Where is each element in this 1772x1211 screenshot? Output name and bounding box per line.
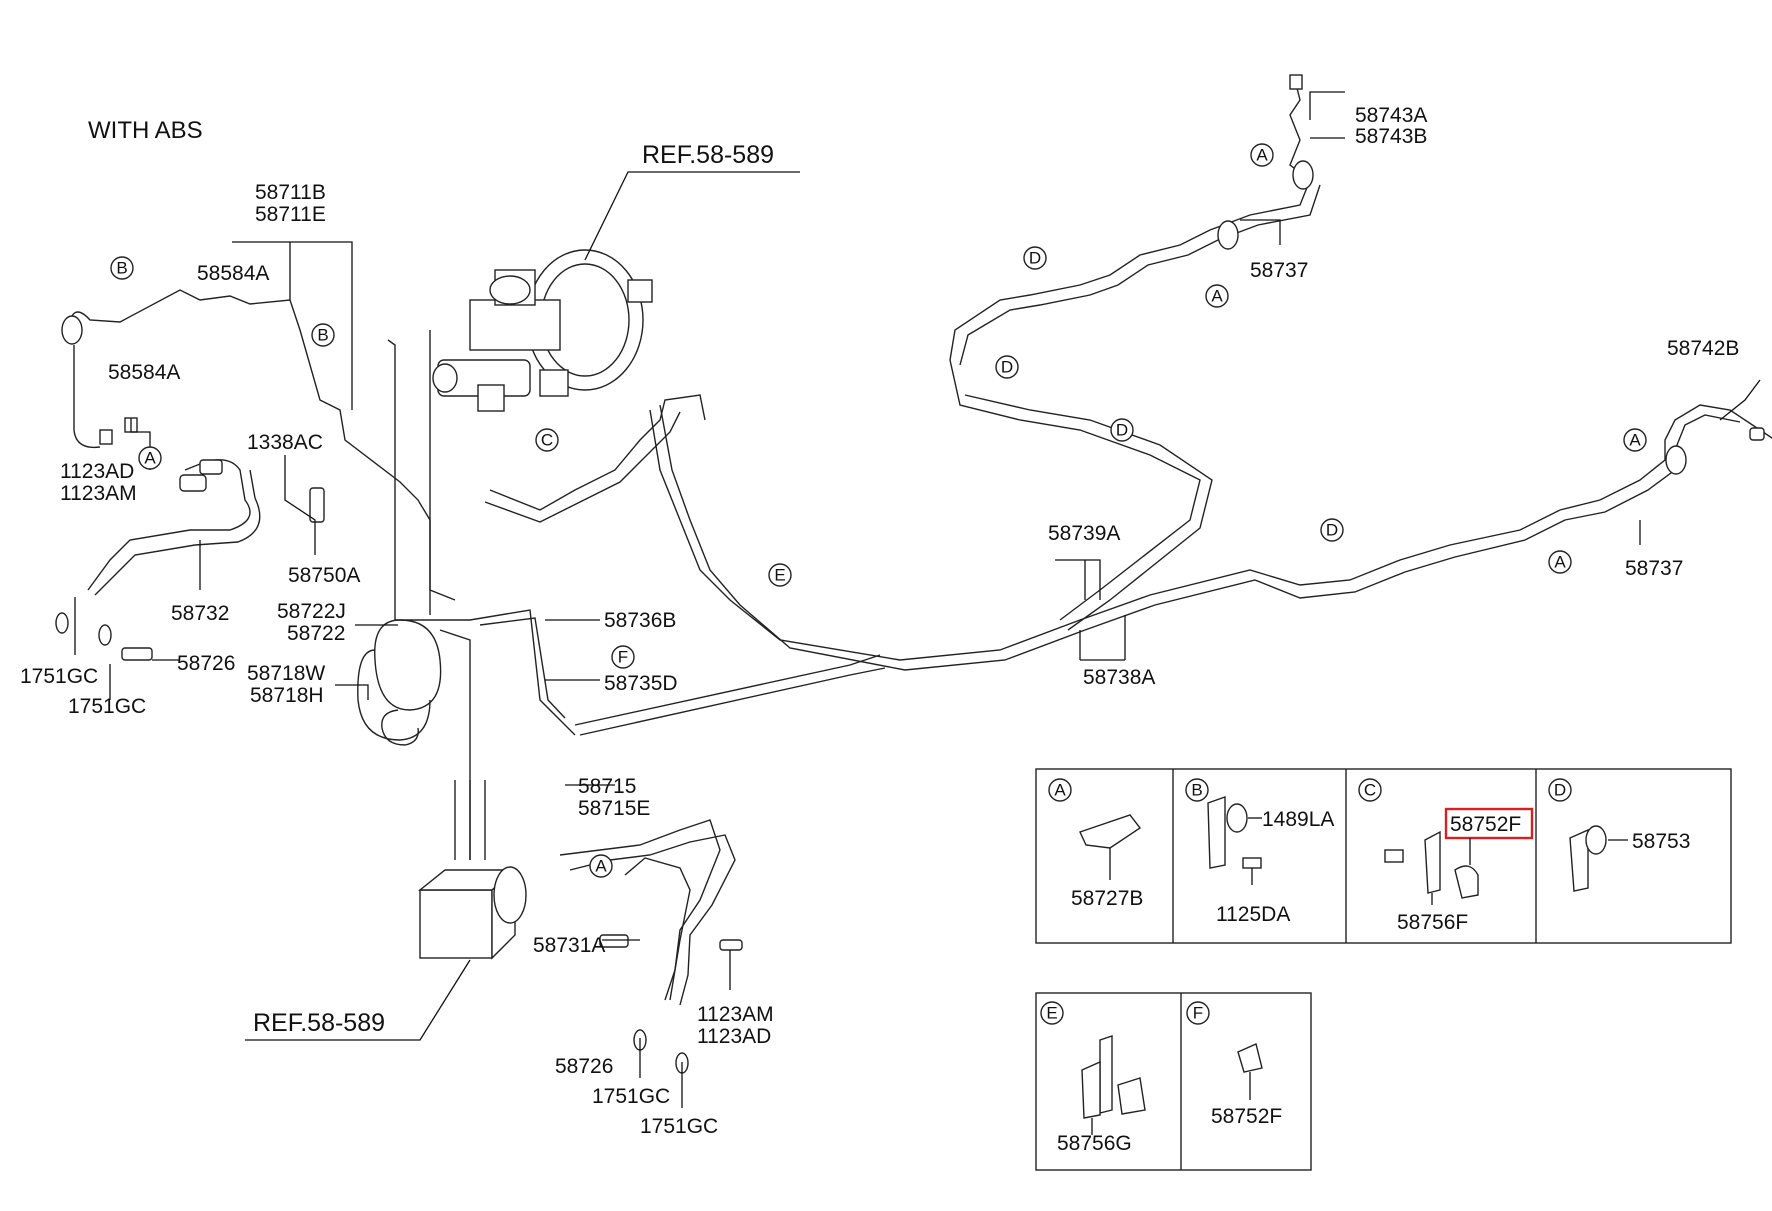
marker-d-2: D <box>995 355 1019 379</box>
label-58735D: 58735D <box>604 672 678 695</box>
marker-a-6: A <box>1548 550 1572 574</box>
detail-c-letter: C <box>1364 781 1376 800</box>
diagram-markers: B B A C E F A D D D D A A A A <box>110 143 1647 878</box>
ref-master-cylinder: REF.58-589 <box>642 141 774 169</box>
label-58750A: 58750A <box>288 564 360 587</box>
marker-d-3: D <box>1110 418 1134 442</box>
label-58726-bottom: 58726 <box>555 1055 613 1078</box>
svg-text:B: B <box>116 259 127 278</box>
label-58715: 58715 <box>578 775 636 798</box>
svg-text:A: A <box>1554 553 1566 572</box>
label-58743A: 58743A <box>1355 104 1427 127</box>
master-cylinder-booster <box>432 249 653 412</box>
svg-text:A: A <box>1629 431 1641 450</box>
detail-e-letter: E <box>1046 1004 1057 1023</box>
marker-d-4: D <box>1320 518 1344 542</box>
marker-a-5: A <box>1623 428 1647 452</box>
svg-text:D: D <box>1326 521 1338 540</box>
abs-modulator-unit <box>418 866 527 960</box>
label-1123AD-left: 1123AD <box>60 460 134 483</box>
marker-b-1: B <box>110 256 134 280</box>
detail-a-letter: A <box>1054 781 1066 800</box>
label-58726-left: 58726 <box>177 652 235 675</box>
detail-f-letter: F <box>1193 1004 1203 1023</box>
marker-a-3: A <box>1250 143 1274 167</box>
svg-text:E: E <box>774 566 785 585</box>
svg-text:F: F <box>618 648 628 667</box>
detail-b-part-bottom: 1125DA <box>1216 903 1290 926</box>
marker-a-1: A <box>138 446 162 470</box>
detail-f-part: 58752F <box>1211 1105 1282 1128</box>
detail-d-letter: D <box>1554 781 1566 800</box>
detail-box-c: C 58752F 58756F <box>1358 778 1534 934</box>
detail-b-part-top: 1489LA <box>1262 808 1334 831</box>
label-58732: 58732 <box>171 602 229 625</box>
label-58584A-top: 58584A <box>197 262 269 285</box>
label-58743B: 58743B <box>1355 125 1427 148</box>
detail-d-part: 58753 <box>1632 830 1690 853</box>
detail-e-part: 58756G <box>1057 1132 1132 1155</box>
detail-box-f: F 58752F <box>1186 1001 1282 1128</box>
detail-boxes-bottom <box>1035 992 1312 1171</box>
label-58731A: 58731A <box>533 934 605 957</box>
label-58736B: 58736B <box>604 609 676 632</box>
part-labels: 58711B 58711E 58584A 58584A 1123AD 1123A… <box>20 104 1739 1138</box>
highlight-58752F <box>1444 807 1534 840</box>
svg-text:C: C <box>541 431 553 450</box>
label-58722J: 58722J <box>277 600 346 623</box>
svg-text:D: D <box>1116 421 1128 440</box>
detail-box-d: D 58753 <box>1548 778 1690 892</box>
detail-box-e: E 58756G <box>1040 1001 1146 1155</box>
svg-text:D: D <box>1029 249 1041 268</box>
svg-text:A: A <box>1211 287 1223 306</box>
svg-text:A: A <box>595 857 607 876</box>
label-1338AC: 1338AC <box>247 431 323 454</box>
svg-text:D: D <box>1001 358 1013 377</box>
label-58711B: 58711B <box>255 181 326 204</box>
label-1123AM-left: 1123AM <box>60 482 137 505</box>
marker-b-2: B <box>311 323 335 347</box>
detail-boxes-top <box>1035 768 1732 944</box>
detail-box-b: B 1489LA 1125DA <box>1185 778 1334 926</box>
marker-f-1: F <box>611 645 635 669</box>
diagram-title: WITH ABS <box>88 117 203 144</box>
label-58715E: 58715E <box>578 797 650 820</box>
label-1123AM-bottom: 1123AM <box>697 1003 774 1026</box>
label-58718W: 58718W <box>247 662 325 685</box>
detail-a-part: 58727B <box>1071 887 1143 910</box>
svg-text:B: B <box>317 326 328 345</box>
label-58742B: 58742B <box>1667 337 1739 360</box>
marker-e-1: E <box>768 563 792 587</box>
label-58722: 58722 <box>287 622 345 645</box>
ref-leader-bottom <box>245 959 471 1041</box>
label-58738A: 58738A <box>1083 666 1155 689</box>
marker-c-1: C <box>535 428 559 452</box>
label-58711E: 58711E <box>255 203 326 226</box>
label-1751GC-a: 1751GC <box>20 665 98 688</box>
detail-c-part-highlighted: 58752F <box>1450 813 1521 836</box>
label-1751GC-d: 1751GC <box>640 1115 718 1138</box>
ref-abs-unit: REF.58-589 <box>253 1009 385 1037</box>
label-58584A-left: 58584A <box>108 361 180 384</box>
svg-text:A: A <box>1256 146 1268 165</box>
label-58737-top: 58737 <box>1250 259 1308 282</box>
ref-leader-top <box>584 171 800 261</box>
marker-d-1: D <box>1023 246 1047 270</box>
label-58718H: 58718H <box>250 684 324 707</box>
marker-a-4: A <box>1205 284 1229 308</box>
label-58739A: 58739A <box>1048 522 1120 545</box>
leader-lines <box>74 91 1761 1108</box>
detail-box-a: A 58727B <box>1048 778 1143 910</box>
label-58737-right: 58737 <box>1625 557 1683 580</box>
detail-c-part-bottom: 58756F <box>1397 911 1468 934</box>
label-1751GC-b: 1751GC <box>68 695 146 718</box>
label-1123AD-bottom: 1123AD <box>697 1025 771 1048</box>
detail-b-letter: B <box>1191 781 1202 800</box>
marker-a-2: A <box>589 854 613 878</box>
svg-text:A: A <box>144 449 156 468</box>
label-1751GC-c: 1751GC <box>592 1085 670 1108</box>
